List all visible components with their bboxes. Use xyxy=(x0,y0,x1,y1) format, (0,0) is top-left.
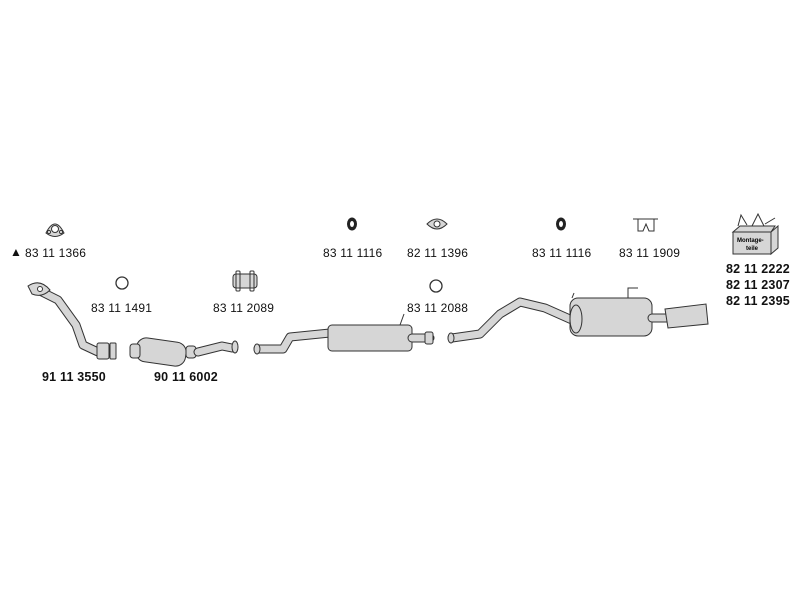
rear-silencer-part xyxy=(447,287,709,344)
oval-gasket-icon xyxy=(426,218,448,230)
kit-box-label-line2: teile xyxy=(746,246,759,252)
part-number-catalyst: 90 11 6002 xyxy=(154,370,218,384)
marker-triangle-icon: ▲ xyxy=(10,245,23,259)
catalyst-part xyxy=(129,337,239,367)
triangle-gasket-icon xyxy=(45,223,65,237)
ring-small-icon xyxy=(115,276,129,290)
part-number-front-pipe: 91 11 3550 xyxy=(42,370,106,384)
hanger-bracket-icon xyxy=(633,218,658,232)
part-number-rubber-mount-2: 83 11 1116 xyxy=(532,246,592,260)
part-number-kit-2: 82 11 2307 xyxy=(726,278,790,292)
front-pipe-part xyxy=(27,282,117,360)
rubber-mount-icon xyxy=(556,217,566,231)
part-number-kit-3: 82 11 2395 xyxy=(726,294,790,308)
part-number-ring-mid: 83 11 2088 xyxy=(407,301,469,315)
ring-mid-icon xyxy=(429,279,443,293)
kit-box-label-line1: Montage- xyxy=(737,238,764,244)
mounting-kit-box-icon xyxy=(731,212,779,256)
middle-silencer-part xyxy=(253,313,435,355)
clamp-icon xyxy=(232,270,258,292)
rubber-mount-icon xyxy=(347,217,357,231)
part-number-gasket-oval: 82 11 1396 xyxy=(407,246,469,260)
part-number-gasket-triangle: 83 11 1366 xyxy=(25,246,87,260)
part-number-kit-1: 82 11 2222 xyxy=(726,262,790,276)
part-number-ring-small: 83 11 1491 xyxy=(91,301,153,315)
part-number-rubber-mount-1: 83 11 1116 xyxy=(323,246,383,260)
part-number-clamp: 83 11 2089 xyxy=(213,301,275,315)
part-number-hanger-bracket: 83 11 1909 xyxy=(619,246,681,260)
